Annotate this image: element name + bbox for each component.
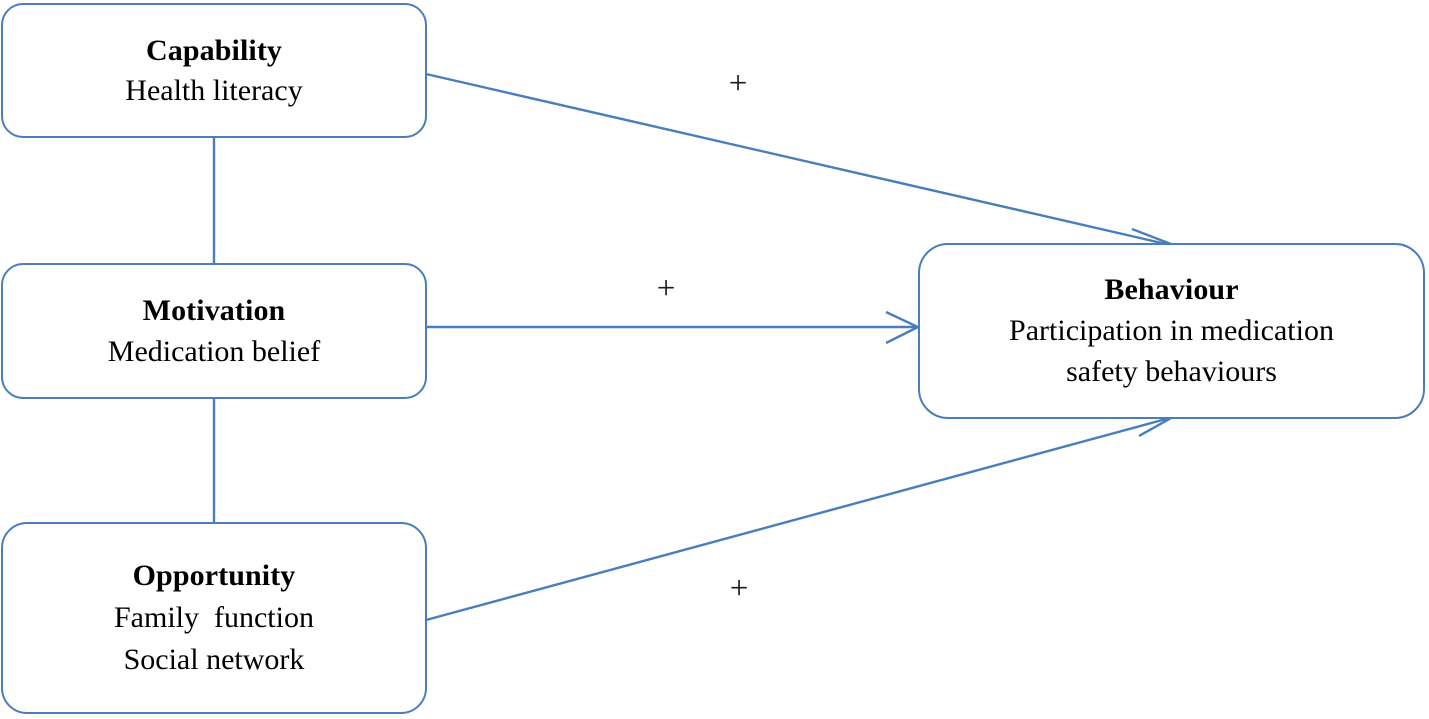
node-opportunity-subtitle-line2: Social network <box>123 643 305 676</box>
node-behaviour-subtitle-line1: Participation in medication <box>1009 314 1334 347</box>
node-capability[interactable]: Capability Health literacy <box>1 3 427 138</box>
node-opportunity[interactable]: Opportunity Family function Social netwo… <box>1 522 427 714</box>
node-motivation-subtitle: Medication belief <box>107 335 321 368</box>
node-opportunity-title: Opportunity <box>132 559 296 592</box>
arrow-line-opportunity-behaviour <box>425 417 1167 622</box>
node-opportunity-subtitle-line1: Family function <box>114 601 314 634</box>
node-capability-title: Capability <box>145 33 283 67</box>
node-behaviour-subtitle-line2: safety behaviours <box>1066 355 1277 388</box>
edge-sign-capability-behaviour: + <box>728 65 748 102</box>
node-motivation-title: Motivation <box>142 294 286 327</box>
node-motivation[interactable]: Motivation Medication belief <box>1 263 427 399</box>
edge-sign-opportunity-behaviour: + <box>729 570 749 607</box>
edge-sign-motivation-behaviour: + <box>656 270 676 307</box>
arrow-line-capability-behaviour <box>425 72 1167 246</box>
node-behaviour-title: Behaviour <box>1104 273 1239 306</box>
node-capability-subtitle: Health literacy <box>125 73 303 107</box>
node-behaviour[interactable]: Behaviour Participation in medication sa… <box>918 243 1425 419</box>
